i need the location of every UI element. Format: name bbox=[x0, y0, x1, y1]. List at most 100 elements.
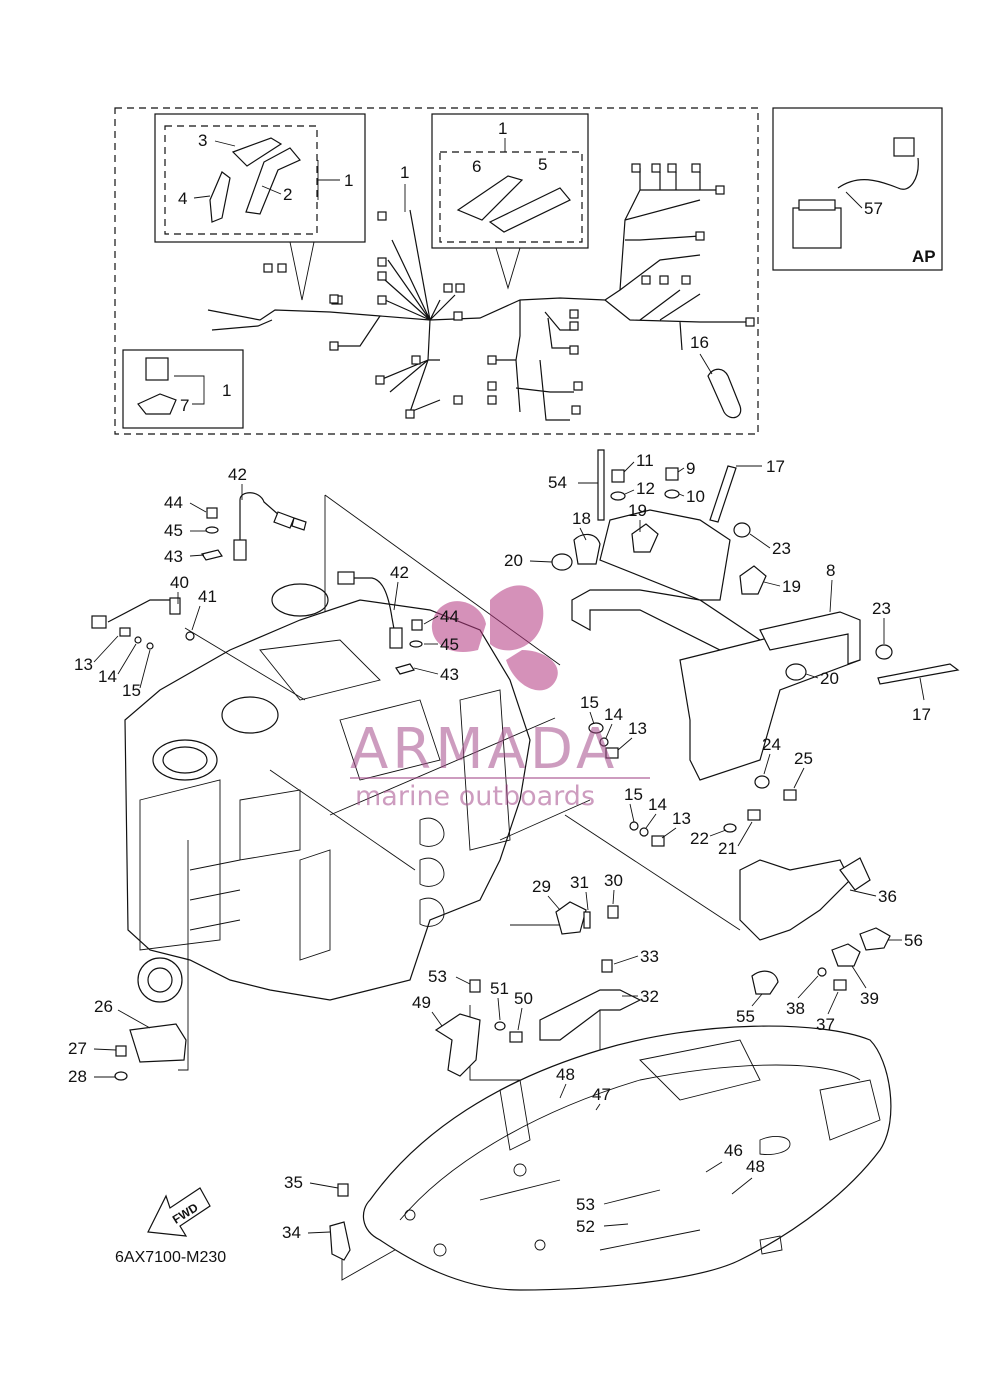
harness-dashed-frame bbox=[114, 107, 759, 435]
part-39-clip bbox=[831, 943, 861, 967]
part-17-tie-a bbox=[709, 465, 737, 523]
callout-44a: 44 bbox=[164, 493, 183, 512]
callout-8: 8 bbox=[826, 561, 835, 580]
callout-25: 25 bbox=[794, 749, 813, 768]
cowling-outline bbox=[362, 1025, 892, 1291]
part-57-module bbox=[792, 207, 842, 249]
callout-36: 36 bbox=[878, 887, 897, 906]
part-42-sensor bbox=[233, 539, 247, 561]
callout-21: 21 bbox=[718, 839, 737, 858]
part-54-tie bbox=[597, 449, 605, 521]
watermark-brand: ARMADA bbox=[350, 717, 618, 782]
callout-19b: 19 bbox=[782, 577, 801, 596]
callout-56: 56 bbox=[904, 931, 923, 950]
callout-53a: 53 bbox=[428, 967, 447, 986]
callout-13a: 13 bbox=[74, 655, 93, 674]
part-56-clip bbox=[859, 927, 891, 951]
part-20-grommet-a bbox=[551, 553, 573, 571]
callout-24: 24 bbox=[762, 735, 781, 754]
engine-outline bbox=[124, 599, 531, 1001]
callout-20a: 20 bbox=[504, 551, 523, 570]
part-40-sensor bbox=[169, 597, 181, 615]
callout-7: 7 bbox=[180, 396, 189, 415]
callout-10: 10 bbox=[686, 487, 705, 506]
callout-45b: 45 bbox=[440, 635, 459, 654]
callout-46: 46 bbox=[724, 1141, 743, 1160]
part-32-bracket bbox=[539, 989, 642, 1041]
wire-harness-panel: 3 4 2 1 1 6 5 1 7 bbox=[114, 107, 759, 435]
diagram-code: 6AX7100-M230 bbox=[115, 1249, 226, 1266]
callout-33: 33 bbox=[640, 947, 659, 966]
callout-17a: 17 bbox=[766, 457, 785, 476]
callout-17b: 17 bbox=[912, 705, 931, 724]
callout-45a: 45 bbox=[164, 521, 183, 540]
callout-13c: 13 bbox=[672, 809, 691, 828]
callout-6: 6 bbox=[472, 157, 481, 176]
callout-15a: 15 bbox=[122, 681, 141, 700]
callout-1b: 1 bbox=[498, 119, 507, 138]
part-53-bolt-a bbox=[469, 979, 481, 993]
callout-12: 12 bbox=[636, 479, 655, 498]
callout-2: 2 bbox=[283, 185, 292, 204]
part-24-grommet bbox=[754, 775, 770, 789]
part-36-bracket bbox=[739, 859, 851, 941]
part-23-grommet-b bbox=[875, 644, 893, 660]
callout-1a: 1 bbox=[344, 171, 353, 190]
part-35-bolt bbox=[337, 1183, 349, 1197]
part-42b-sensor bbox=[389, 627, 403, 649]
part-38-washer bbox=[817, 967, 827, 977]
callout-9: 9 bbox=[686, 459, 695, 478]
callout-22: 22 bbox=[690, 829, 709, 848]
part-41-washer bbox=[185, 631, 195, 641]
main-wire-harness bbox=[207, 163, 755, 421]
callout-34: 34 bbox=[282, 1223, 301, 1242]
part-27-bolt bbox=[115, 1045, 127, 1057]
callout-54: 54 bbox=[548, 473, 567, 492]
part-45-washer bbox=[205, 526, 219, 534]
callout-1c: 1 bbox=[222, 381, 231, 400]
part-26-bracket bbox=[129, 1023, 187, 1063]
callout-53b: 53 bbox=[576, 1195, 595, 1214]
callout-43b: 43 bbox=[440, 665, 459, 684]
callout-48b: 48 bbox=[746, 1157, 765, 1176]
part-15-washer bbox=[588, 722, 604, 734]
part-40-connector bbox=[91, 615, 107, 629]
part-7-holder bbox=[137, 393, 177, 415]
callout-31: 31 bbox=[570, 873, 589, 892]
callout-labels: 44 45 43 42 40 41 13 14 15 42 44 45 43 5… bbox=[68, 451, 931, 1242]
watermark-propeller-icon bbox=[490, 585, 544, 651]
part-45b-washer bbox=[409, 640, 423, 648]
electrical-bracket bbox=[551, 449, 960, 847]
part-44-bolt bbox=[206, 507, 218, 519]
callout-44b: 44 bbox=[440, 607, 459, 626]
callout-32: 32 bbox=[640, 987, 659, 1006]
callout-11: 11 bbox=[636, 451, 654, 470]
callout-29: 29 bbox=[532, 877, 551, 896]
part-18-clamp bbox=[573, 533, 601, 565]
callout-41: 41 bbox=[198, 587, 217, 606]
callout-52: 52 bbox=[576, 1217, 595, 1236]
part-55-clamp bbox=[751, 970, 779, 995]
callout-15c: 15 bbox=[624, 785, 643, 804]
engine-block bbox=[124, 583, 531, 1003]
ap-option-box: 57 AP bbox=[772, 107, 943, 271]
part-5-cover bbox=[488, 187, 571, 233]
part-23-grommet-a bbox=[733, 522, 751, 538]
callout-43a: 43 bbox=[164, 547, 183, 566]
part-49-holder bbox=[434, 1013, 481, 1077]
part-10-washer bbox=[664, 489, 680, 499]
callout-14c: 14 bbox=[648, 795, 667, 814]
callout-35: 35 bbox=[284, 1173, 303, 1192]
part-42b-plug bbox=[337, 571, 355, 585]
part-43-clamp bbox=[201, 549, 223, 561]
callout-42a: 42 bbox=[228, 465, 247, 484]
callout-27: 27 bbox=[68, 1039, 87, 1058]
callout-57: 57 bbox=[864, 199, 883, 218]
callout-51: 51 bbox=[490, 979, 509, 998]
part-4-clip bbox=[209, 171, 231, 223]
callout-14a: 14 bbox=[98, 667, 117, 686]
part-22-washer bbox=[723, 823, 737, 833]
ap-label: AP bbox=[912, 247, 936, 266]
callout-23b: 23 bbox=[872, 599, 891, 618]
